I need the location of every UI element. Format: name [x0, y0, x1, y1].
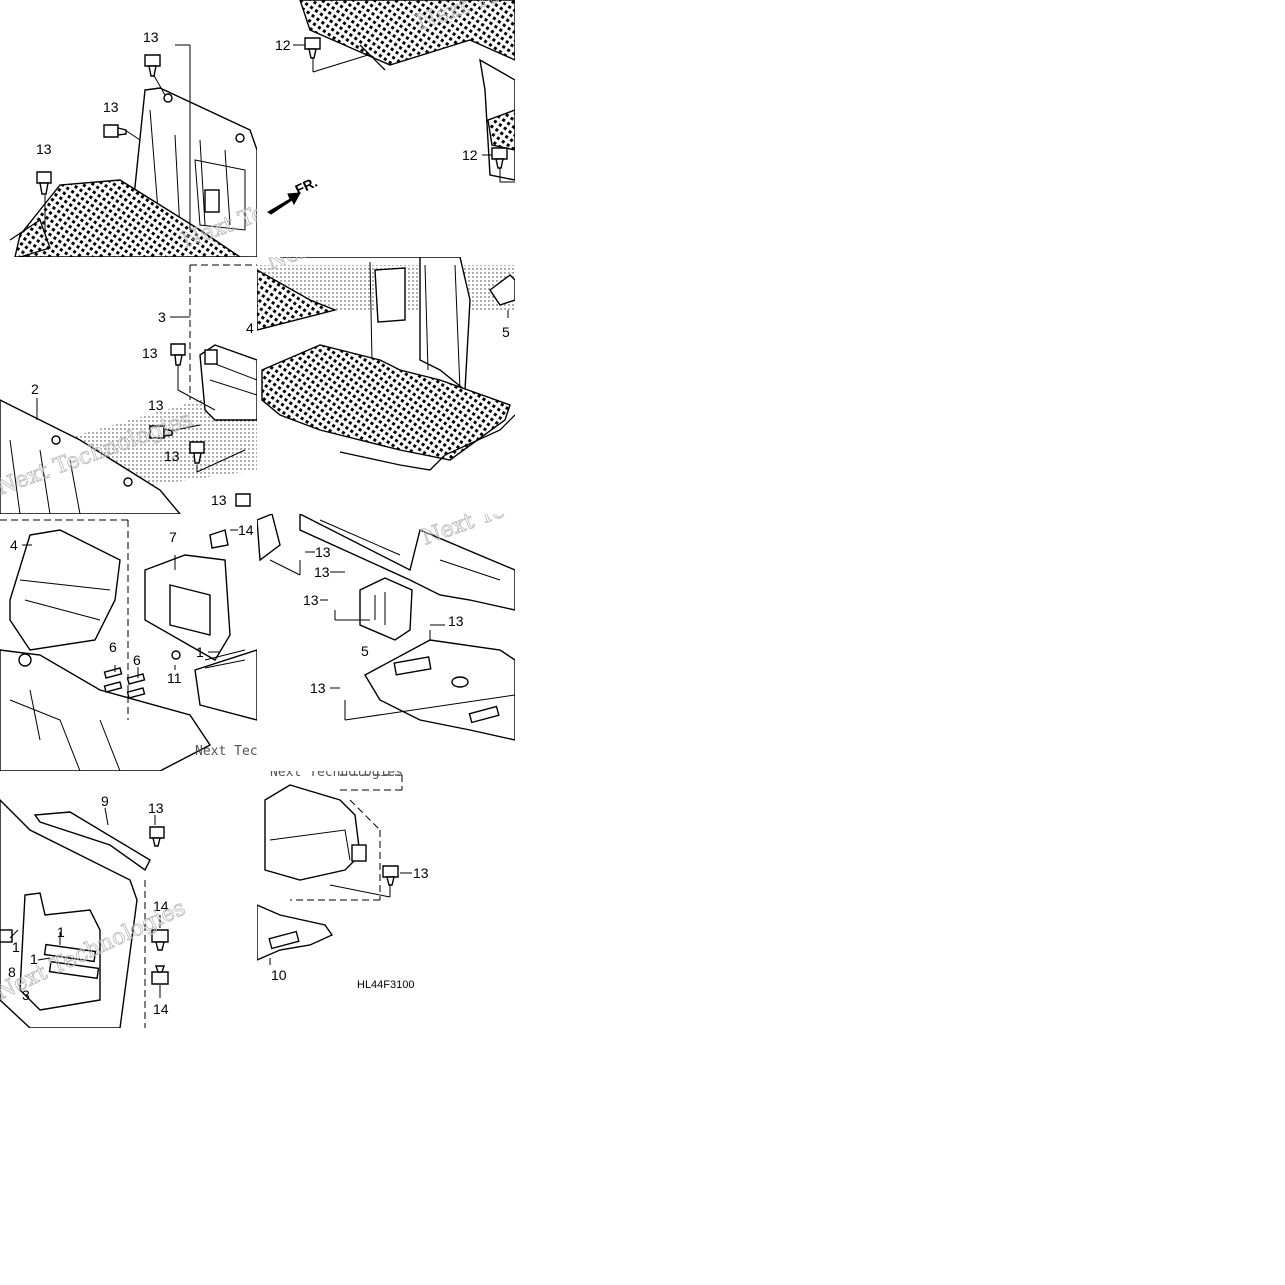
callout-group: 13 13 13 13 5 13	[269, 544, 515, 721]
callout-13: 13	[148, 800, 164, 816]
tile-2-bed-floor-mesh: 12 12 FR. Next Technologies	[267, 0, 515, 215]
callout-11: 11	[167, 670, 182, 686]
callout-6: 6	[133, 652, 141, 668]
callout-13: 13	[211, 492, 227, 508]
callout-4: 4	[10, 537, 18, 553]
front-marker-label: FR.	[293, 174, 320, 198]
callout-13: 13	[315, 544, 331, 560]
diagram-code: HL44F3100	[357, 979, 415, 991]
callout-5: 5	[502, 324, 510, 340]
callout-13: 13	[142, 345, 158, 361]
callout-1: 1	[57, 924, 65, 940]
tile-6-floor-plate: 13 13 13 13 5 13 Next Technologies	[257, 457, 621, 741]
callout-group: 13 10	[269, 774, 429, 983]
callout-group: 5	[502, 310, 510, 340]
tile-3-rear-panel-brackets: 3 4 13 2 13 13 13 Next Technologies	[0, 264, 257, 514]
callout-7: 7	[169, 529, 177, 545]
tile-4-bed-floor: 5 Next Technologies	[257, 257, 515, 471]
watermark: Next Technologies	[270, 765, 403, 780]
tile-7-side-cover: 9 13 14 1 1 1 8 3 14 Next Technologies	[0, 793, 190, 1028]
callout-8: 8	[8, 964, 16, 980]
tile-8-duct-and-cover: 13 10 Next Technologies HL44F3100	[257, 765, 429, 991]
callout-13: 13	[36, 141, 52, 157]
callout-6: 6	[109, 639, 117, 655]
callout-13: 13	[103, 99, 119, 115]
callout-group: 9 13 14 1 1 1 8 3 14	[8, 793, 169, 1028]
callout-group: 12 12	[275, 37, 515, 183]
front-direction-arrow-icon: FR.	[267, 174, 320, 215]
callout-12: 12	[275, 37, 291, 53]
callout-3: 3	[22, 987, 30, 1003]
callout-14: 14	[238, 522, 254, 538]
callout-12: 12	[462, 147, 478, 163]
callout-13: 13	[164, 448, 180, 464]
callout-10: 10	[271, 967, 287, 983]
callout-1: 1	[12, 939, 20, 955]
tile-5-side-panels: 4 7 14 6 6 11 1 Next Technologies	[0, 519, 328, 771]
callout-14: 14	[153, 1001, 169, 1017]
callout-3: 3	[158, 309, 166, 325]
callout-1: 1	[196, 644, 204, 660]
callout-5: 5	[361, 643, 369, 659]
callout-13: 13	[314, 564, 330, 580]
callout-4: 4	[246, 320, 254, 336]
callout-9: 9	[101, 793, 109, 809]
callout-group: 13 13 13	[36, 29, 191, 230]
callout-2: 2	[31, 381, 39, 397]
callout-13: 13	[310, 680, 326, 696]
tile-1-rear-bed-panel: 13 13 13 Next Technologies	[9, 29, 257, 257]
callout-14: 14	[153, 898, 169, 914]
callout-1: 1	[30, 951, 38, 967]
watermark: Next Technologies	[195, 744, 328, 759]
callout-13: 13	[143, 29, 159, 45]
callout-13: 13	[413, 865, 429, 881]
callout-13: 13	[303, 592, 319, 608]
watermark: Next Technologies	[419, 457, 621, 551]
callout-13: 13	[448, 613, 464, 629]
callout-13: 13	[148, 397, 164, 413]
callout-group: 3 4 13 2 13 13 13	[31, 264, 257, 508]
callout-group: 4 7 14 6 6 11 1	[0, 519, 254, 720]
